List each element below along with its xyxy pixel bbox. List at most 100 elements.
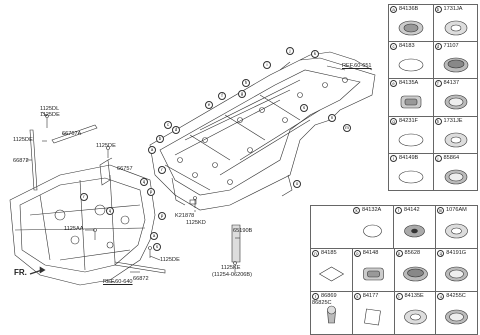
ref-60-651[interactable]: REF.60-651 <box>342 63 372 69</box>
callout-n: n <box>328 114 336 122</box>
legend-part-number: 85628 <box>404 250 421 256</box>
callout-s: s <box>300 104 308 112</box>
legend-part-number: 84148 <box>362 250 379 256</box>
label-66872-left: 66872 <box>13 158 29 164</box>
label-1125de-left: 1125DE <box>13 137 33 143</box>
callout-e: e <box>205 101 213 109</box>
legend-part-number: 84177 <box>362 293 379 299</box>
callout-j: j <box>286 47 294 55</box>
legend-part-number: 84185 <box>321 250 337 256</box>
callout-r: r <box>158 166 166 174</box>
legend-letter: j <box>434 154 442 162</box>
legend-part-number: 1731JA <box>443 6 463 12</box>
legend-part-number: 85864 <box>443 154 460 161</box>
legend-letter: l <box>395 207 402 214</box>
callout-m: m <box>343 124 351 132</box>
callout-r-front: r <box>80 193 88 201</box>
legend-part-number: 84136B <box>399 6 419 12</box>
callout-o: o <box>293 180 301 188</box>
legend-letter: g <box>390 117 397 125</box>
legend-letter: u <box>437 293 445 300</box>
legend-part-number: 84149B <box>399 154 419 161</box>
legend-letter: a <box>390 6 397 13</box>
legend-letter: s <box>353 293 361 300</box>
legend-letter: t <box>395 293 403 300</box>
legend-part-number: 84255C <box>446 293 466 299</box>
label-65190b: 65190B <box>233 228 253 234</box>
callout-k: k <box>311 50 319 58</box>
label-1125dl: 1125DL <box>40 106 60 112</box>
legend-letter: o <box>353 250 361 257</box>
label-1125ke: 1125KE <box>221 265 241 271</box>
callout-q: q <box>140 178 148 186</box>
callout-g: g <box>238 90 246 98</box>
legend-letter: i <box>390 154 397 162</box>
legend-part-number: 84142 <box>404 207 420 213</box>
legend-part-number: 84135E <box>404 293 424 299</box>
legend-letter: k <box>353 207 360 214</box>
label-1125de-bottom: 1125DE <box>160 257 180 263</box>
legend-letter: e <box>390 80 397 88</box>
legend-part-number: 84191G <box>446 250 467 256</box>
label-1125kd: 1125KD <box>186 220 206 226</box>
legend-part-number: 84137 <box>443 80 460 87</box>
callout-p: p <box>147 188 155 196</box>
legend-letter: f <box>434 80 442 88</box>
legend-letter: m <box>437 207 444 214</box>
label-66872-bottom: 66872 <box>133 276 149 282</box>
callout-f: f <box>218 92 226 100</box>
callout-d: d <box>172 126 180 134</box>
legend-part-number: 84231F <box>399 117 418 124</box>
legend-letter: q <box>437 250 445 257</box>
label-1125de-top: 1125DE <box>40 112 60 118</box>
callout-a: a <box>148 146 156 154</box>
legend-letter: d <box>434 43 442 51</box>
callout-q-front: q <box>106 207 114 215</box>
label-11254-06206b: (11254-06206B) <box>212 272 253 278</box>
legend-letter: c <box>390 43 397 51</box>
label-66767a: 66767A <box>62 131 82 137</box>
legend-letter: b <box>434 6 442 13</box>
legend-letter: n <box>312 250 319 257</box>
legend-letter: p <box>395 250 403 257</box>
ref-60-640[interactable]: REF.60-640 <box>103 279 133 285</box>
